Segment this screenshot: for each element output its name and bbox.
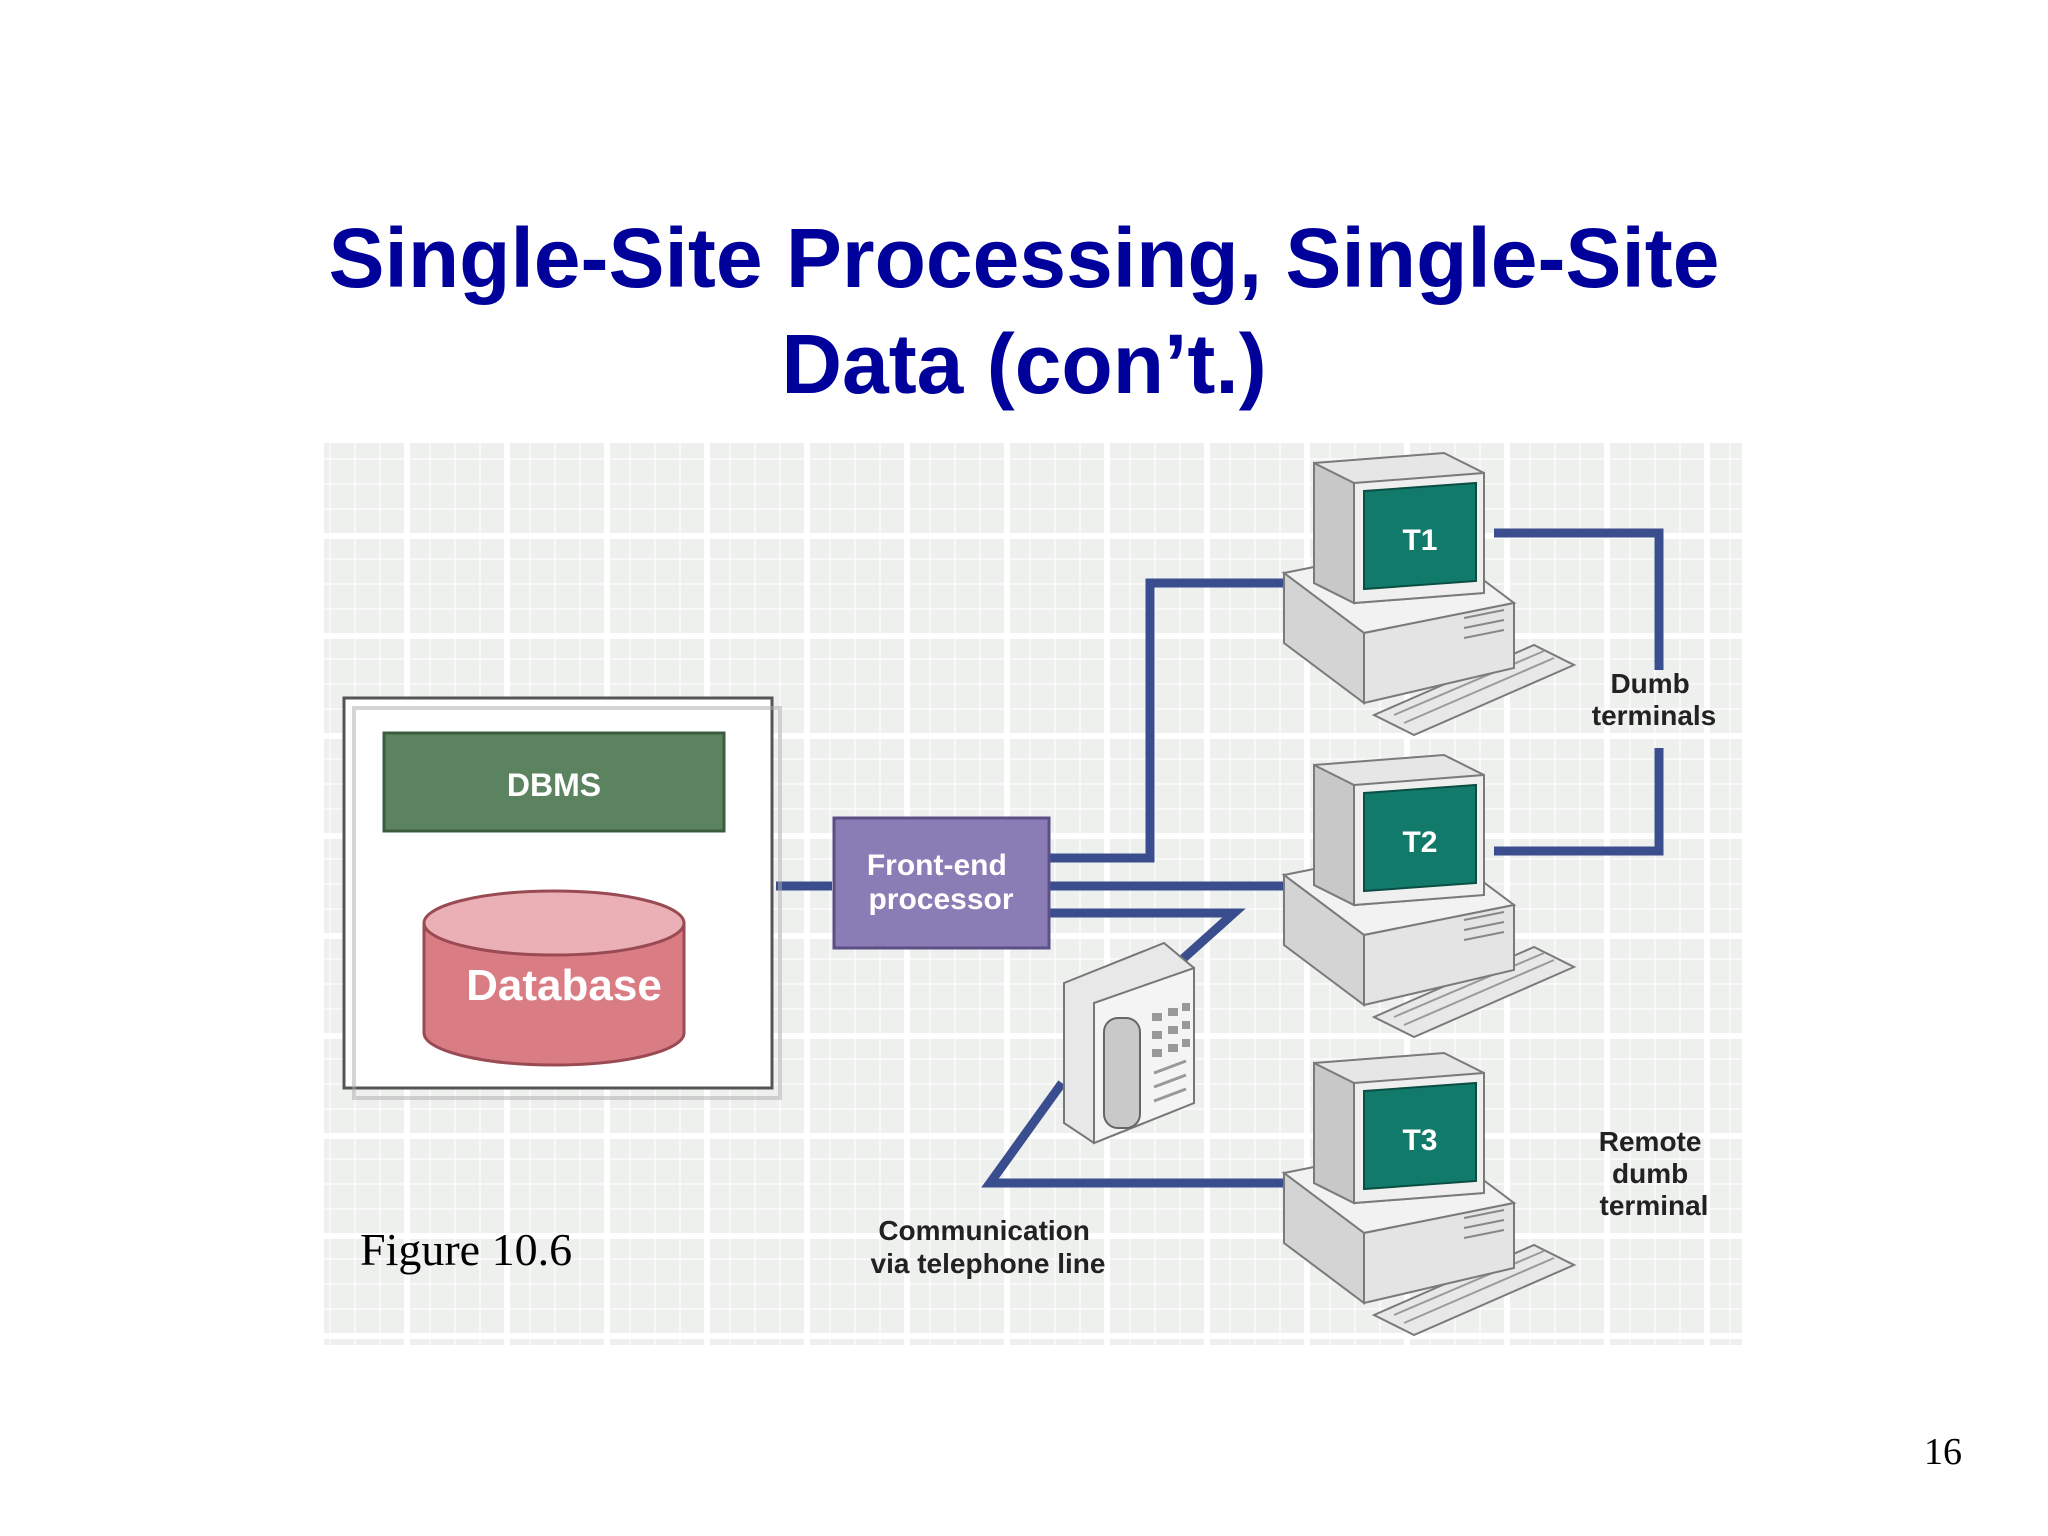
database-label: Database	[466, 961, 662, 1010]
remote-terminal-label-line-3: terminal	[1600, 1190, 1709, 1221]
dbms-box: DBMS	[382, 731, 726, 833]
network-diagram: DBMS Database Front-end processor	[324, 443, 1742, 1345]
database-cylinder: Database	[422, 889, 686, 1067]
figure-caption: Figure 10.6	[360, 1224, 573, 1275]
terminal-t2-label: T2	[1402, 826, 1437, 859]
svg-text:Remote dumb termin: Remote dumb terminal	[1599, 1126, 1709, 1221]
terminal-t3-label: T3	[1402, 1124, 1437, 1157]
page-number: 16	[1924, 1431, 1962, 1473]
communication-label-line-1: Communication	[878, 1215, 1090, 1246]
front-end-processor-label-line-1: Front-end	[867, 849, 1007, 882]
connection-lines	[559, 528, 1664, 1188]
terminal-t2: T2	[1283, 754, 1575, 1038]
terminal-t1-label: T1	[1402, 524, 1437, 557]
communication-label-line-2: via telephone line	[871, 1248, 1106, 1279]
slide-title-line-1: Single-Site Processing, Single-Site	[328, 211, 1720, 305]
dbms-label: DBMS	[507, 767, 601, 803]
terminal-t3: T3	[1283, 1052, 1575, 1336]
svg-text:Communication via teleph: Communication via telephone line	[871, 1215, 1106, 1279]
slide-title-line-2: Data (con’t.)	[781, 317, 1267, 411]
svg-text:Dumb terminals: Dumb terminals	[1592, 668, 1717, 731]
slide-title: Single-Site Processing, Single-Site Data…	[0, 205, 2048, 417]
terminal-t1: T1	[1283, 452, 1575, 736]
dumb-terminals-label-line-2: terminals	[1592, 700, 1717, 731]
remote-terminal-label-line-2: dumb	[1612, 1158, 1688, 1189]
front-end-processor-box: Front-end processor	[832, 816, 1051, 950]
diagram-canvas: DBMS Database Front-end processor	[342, 452, 1717, 1336]
front-end-processor-label-line-2: processor	[868, 883, 1013, 916]
svg-text:Front-end processor: Front-end processor	[867, 849, 1015, 916]
remote-terminal-label-line-1: Remote	[1599, 1126, 1702, 1157]
telephone-icon	[1063, 941, 1195, 1145]
dumb-terminals-label-line-1: Dumb	[1610, 668, 1689, 699]
